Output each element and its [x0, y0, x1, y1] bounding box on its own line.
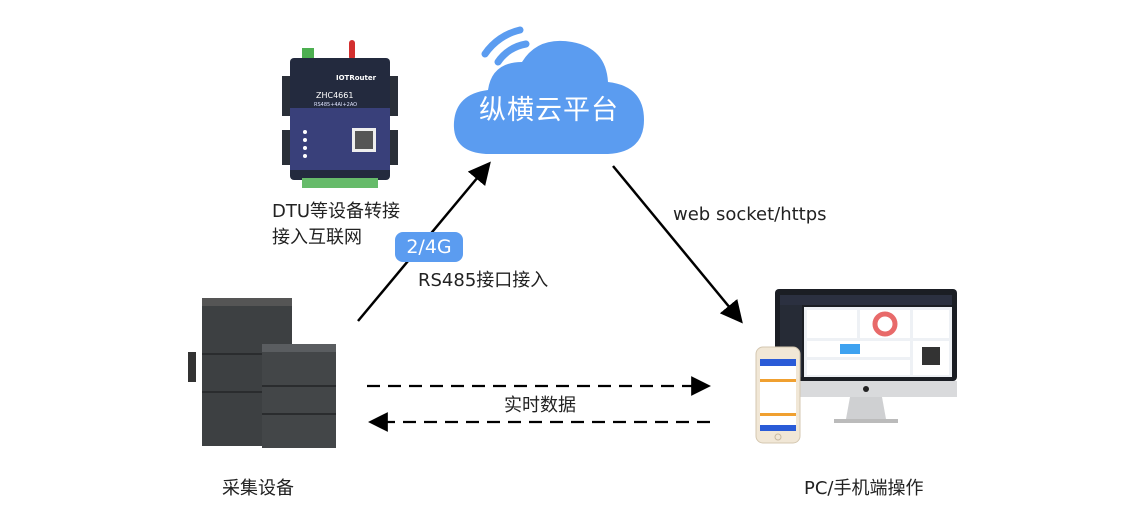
- uplink-label: RS485接口接入: [418, 270, 549, 291]
- pc-and-phone-image: [755, 289, 957, 444]
- client-label: PC/手机端操作: [804, 478, 924, 499]
- network-badge: 2/4G: [395, 232, 463, 262]
- dtu-caption-line-1: DTU等设备转接: [272, 201, 401, 222]
- dtu-brand: IOTRouter: [336, 74, 377, 82]
- dtu-model: ZHC4661: [316, 91, 354, 100]
- downlink-label: web socket/https: [673, 204, 827, 225]
- downlink-arrow: [612, 165, 743, 324]
- dtu-device-image: [282, 40, 398, 188]
- cloud-platform-icon: [453, 26, 644, 154]
- realtime-data-label: 实时数据: [504, 395, 576, 416]
- dtu-caption-line-2: 接入互联网: [272, 227, 362, 248]
- cloud-platform-label: 纵横云平台: [479, 95, 619, 126]
- collector-label: 采集设备: [222, 478, 294, 499]
- dtu-spec: RS485+4AI+2AO: [314, 102, 358, 108]
- collector-device-image: [188, 298, 336, 448]
